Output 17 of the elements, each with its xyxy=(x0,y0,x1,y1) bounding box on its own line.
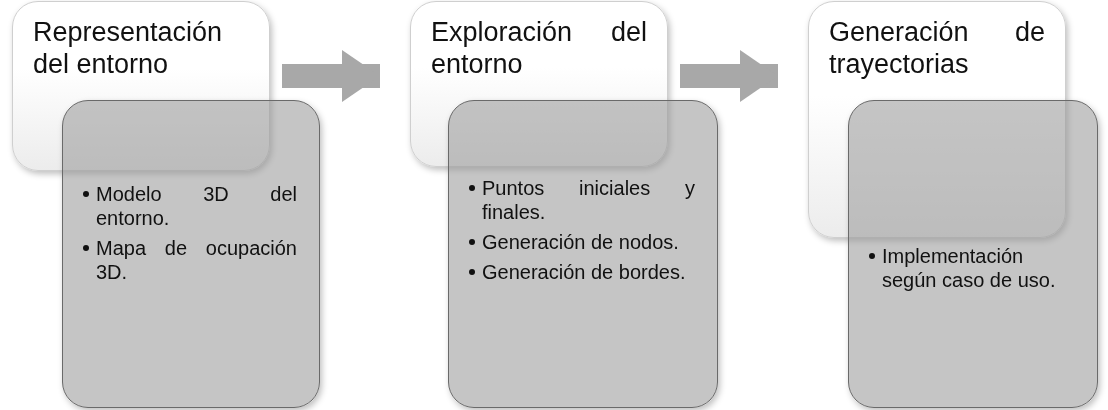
step-box xyxy=(808,1,1066,238)
bullet-item: Generación de nodos. xyxy=(482,230,680,254)
bullet-item: Implementación según caso de uso. xyxy=(882,244,1057,292)
bullet-item: Mapa de ocupación 3D. xyxy=(96,236,297,284)
step-box xyxy=(12,1,270,171)
bullet-item: Puntos iniciales y finales. xyxy=(482,176,695,224)
block-arrow xyxy=(680,50,778,102)
step-title: Generación de trayectorias xyxy=(829,16,1045,81)
bullet-item: Generación de bordes. xyxy=(482,260,687,284)
step-box xyxy=(410,1,668,167)
detail-box xyxy=(62,100,320,408)
step-title: Representación del entorno xyxy=(33,16,224,81)
bullet-item: Modelo 3D del entorno. xyxy=(96,182,297,230)
detail-box xyxy=(448,100,718,408)
detail-box xyxy=(848,100,1098,408)
block-arrow xyxy=(282,50,380,102)
step-title: Exploración del entorno xyxy=(431,16,647,81)
